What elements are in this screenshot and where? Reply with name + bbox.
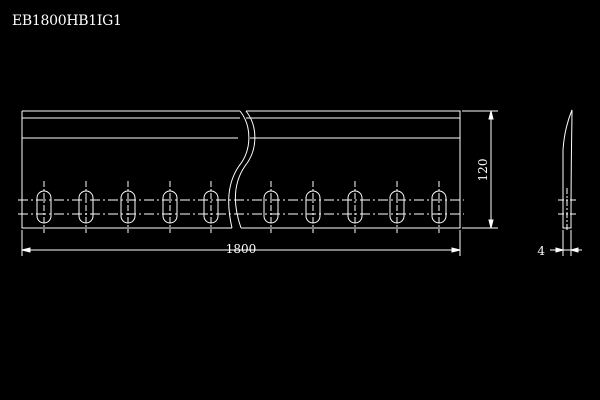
dim-height-arrow-top [488,110,494,120]
break-line-left [228,110,250,229]
side-view-profile [562,109,573,229]
break-line-right [234,110,256,229]
dim-thickness-arrow-right [569,247,579,253]
dim-length-arrow-left [21,247,31,253]
dim-length-arrow-right [451,247,461,253]
dim-thickness-value: 4 [537,244,545,258]
slot-group [36,181,447,233]
dim-thickness-arrow-left [555,247,565,253]
part-number-label: EB1800HB1IG1 [12,13,122,29]
blade-outline-right [241,110,461,229]
dim-height-arrow-bottom [488,219,494,229]
blade-outline-left [21,110,240,229]
dim-length-value: 1800 [226,242,257,256]
dim-height-value: 120 [476,159,490,182]
